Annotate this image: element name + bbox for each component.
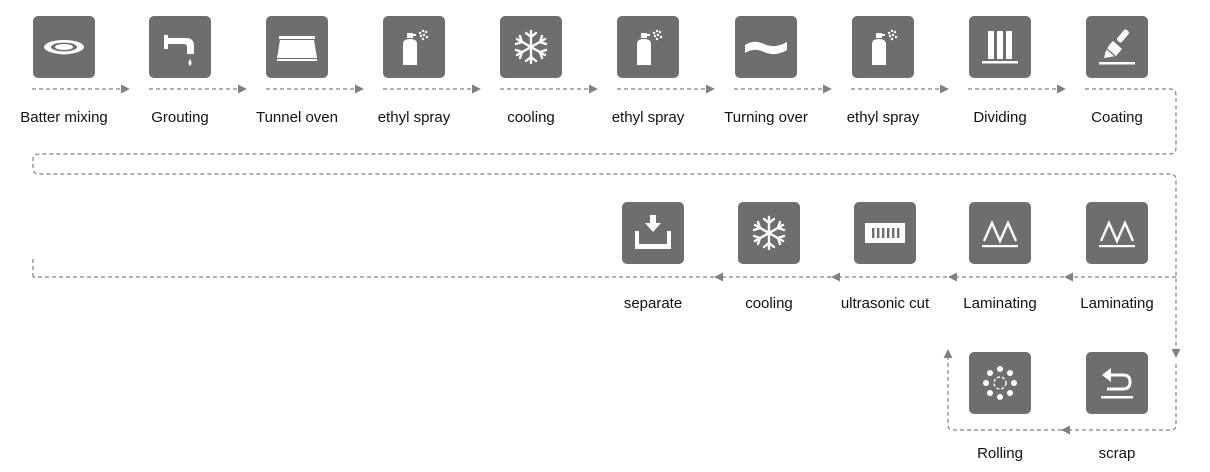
step-label: Grouting [151, 109, 209, 126]
step-ethyl-spray-1: ethyl spray [349, 16, 479, 126]
step-label: scrap [1098, 445, 1136, 462]
arrow-connector [943, 349, 1062, 431]
zigzag-icon [1086, 202, 1148, 264]
ultrasonic-icon [854, 202, 916, 264]
faucet-icon [149, 16, 211, 78]
step-coating: Coating [1052, 16, 1182, 126]
spray-bottle-icon [852, 16, 914, 78]
step-label: Rolling [977, 445, 1023, 462]
step-ethyl-spray-2: ethyl spray [583, 16, 713, 126]
zigzag-icon [969, 202, 1031, 264]
step-grouting: Grouting [115, 16, 245, 126]
step-label: ethyl spray [611, 109, 685, 126]
step-dividing: Dividing [935, 16, 1065, 126]
tray-arrow-icon [622, 202, 684, 264]
step-label: Tunnel oven [255, 109, 338, 126]
step-cooling-2: cooling [704, 202, 834, 312]
step-label: Turning over [724, 109, 808, 126]
step-rolling: Rolling [935, 352, 1065, 462]
step-scrap: scrap [1052, 352, 1182, 462]
wave-icon [735, 16, 797, 78]
step-turning-over: Turning over [701, 16, 831, 126]
spray-bottle-icon [383, 16, 445, 78]
snowflake-icon [738, 202, 800, 264]
step-laminating-2: Laminating [1052, 202, 1182, 312]
step-laminating-1: Laminating [935, 202, 1065, 312]
oven-icon [266, 16, 328, 78]
brush-icon [1086, 16, 1148, 78]
step-label: Laminating [1080, 295, 1154, 312]
step-label: cooling [745, 295, 793, 312]
step-label: ethyl spray [377, 109, 451, 126]
step-label: Coating [1091, 109, 1143, 126]
spray-bottle-icon [617, 16, 679, 78]
step-batter-mixing: Batter mixing [0, 16, 129, 126]
step-label: Dividing [973, 109, 1027, 126]
bars-icon [969, 16, 1031, 78]
return-icon [1086, 352, 1148, 414]
mixing-bowl-icon [33, 16, 95, 78]
step-label: cooling [507, 109, 555, 126]
arrow-connector [1061, 364, 1177, 435]
return-connector [32, 88, 1181, 358]
step-tunnel-oven: Tunnel oven [232, 16, 362, 126]
step-label: separate [623, 295, 683, 312]
snowflake-icon [500, 16, 562, 78]
step-ultrasonic-cut: ultrasonic cut [820, 202, 950, 312]
step-label: Batter mixing [20, 109, 108, 126]
step-label: ultrasonic cut [840, 295, 930, 312]
step-ethyl-spray-3: ethyl spray [818, 16, 948, 126]
step-label: ethyl spray [846, 109, 920, 126]
step-label: Laminating [963, 295, 1037, 312]
step-cooling-1: cooling [466, 16, 596, 126]
step-separate: separate [588, 202, 718, 312]
dots-ring-icon [969, 352, 1031, 414]
